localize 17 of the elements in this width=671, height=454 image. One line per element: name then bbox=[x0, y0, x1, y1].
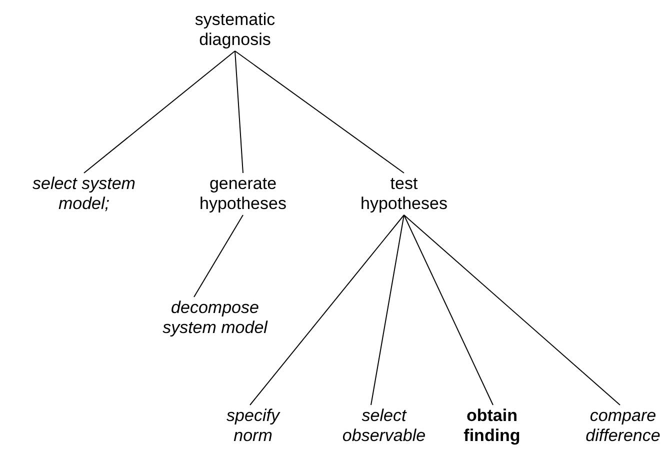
node-label: specify norm bbox=[226, 406, 282, 446]
connector-line bbox=[234, 50, 244, 174]
connector-line bbox=[194, 214, 244, 298]
node-label: generate hypotheses bbox=[198, 174, 288, 214]
connector-line bbox=[250, 214, 404, 406]
connector-line bbox=[370, 214, 404, 406]
node-label: compare difference bbox=[584, 406, 662, 446]
node-label: systematic diagnosis bbox=[194, 10, 276, 50]
node-label: select system model; bbox=[32, 174, 136, 214]
connector-line bbox=[84, 50, 236, 174]
node-label: decompose system model bbox=[162, 298, 269, 338]
connector-line bbox=[404, 214, 620, 406]
connector-line bbox=[234, 50, 404, 174]
node-label: test hypotheses bbox=[360, 174, 448, 214]
connector-line bbox=[404, 214, 494, 406]
node-label: select observable bbox=[341, 406, 427, 446]
node-label: obtain finding bbox=[462, 406, 522, 446]
